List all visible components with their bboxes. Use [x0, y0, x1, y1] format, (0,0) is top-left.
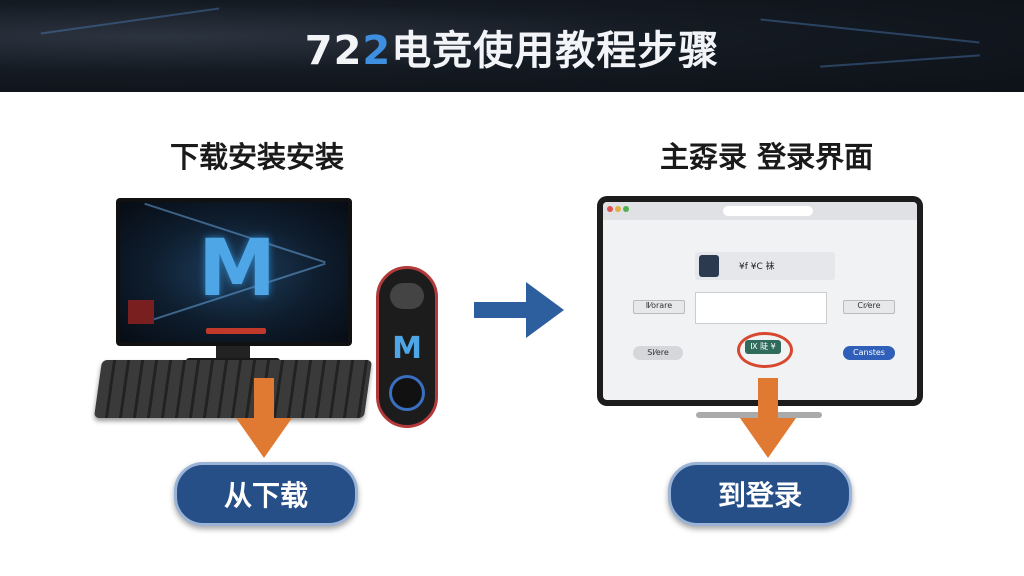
- download-button[interactable]: 从下载: [174, 462, 358, 526]
- avatar: [699, 255, 719, 277]
- tablet-screen: ¥f ¥C 袜 Ⅱ⁄orare Cr⁄ere Sl⁄ere Ⅸ 陡 ¥ Cans…: [597, 196, 923, 406]
- arrow-down-icon: [236, 378, 292, 458]
- primary-button[interactable]: Canstes: [843, 346, 895, 360]
- download-heading: 下载安装安装: [170, 140, 345, 174]
- card-title: ¥f ¥C 袜: [739, 262, 775, 272]
- left-option-button[interactable]: Ⅱ⁄orare: [633, 300, 685, 314]
- desktop-monitor: M: [116, 198, 352, 346]
- page-title: 722电竞使用教程步骤: [304, 28, 720, 74]
- header-banner: 722电竞使用教程步骤: [0, 0, 1024, 92]
- login-screen-button[interactable]: Ⅸ 陡 ¥: [745, 340, 781, 354]
- secondary-button[interactable]: Sl⁄ere: [633, 346, 683, 360]
- login-heading: 主孬录 登录界面: [660, 140, 874, 174]
- game-controller: M: [376, 266, 438, 428]
- logo-m: M: [198, 224, 276, 314]
- login-button[interactable]: 到登录: [668, 462, 852, 526]
- profile-card: ¥f ¥C 袜: [695, 252, 835, 280]
- arrow-down-icon: [740, 378, 796, 458]
- controller-logo: M: [392, 331, 422, 366]
- login-highlight: [737, 332, 793, 368]
- right-option-button[interactable]: Cr⁄ere: [843, 300, 895, 314]
- address-bar[interactable]: [723, 206, 813, 216]
- arrow-right-icon: [474, 282, 564, 338]
